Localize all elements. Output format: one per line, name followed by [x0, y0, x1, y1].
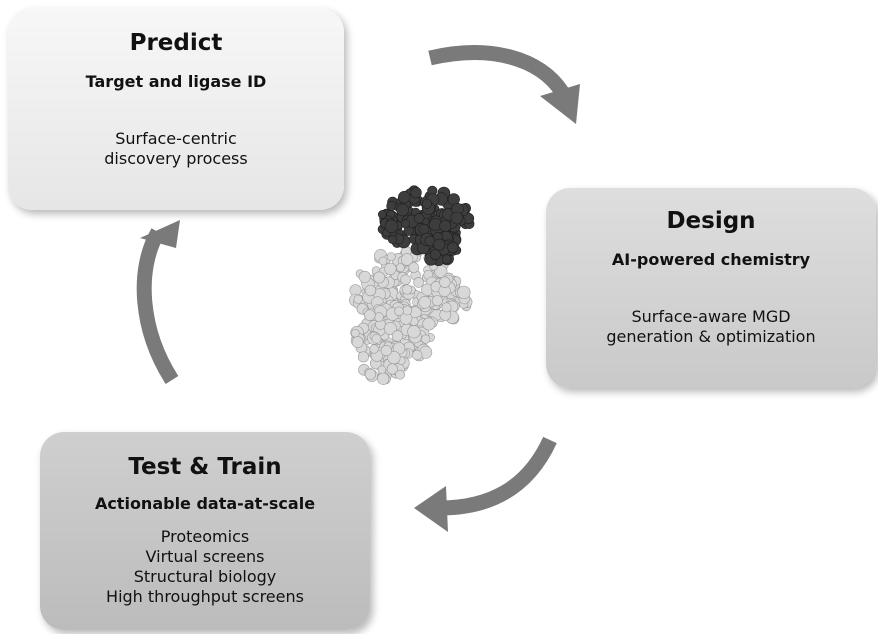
- atom-sphere: [373, 271, 386, 284]
- test-train-title: Test & Train: [128, 454, 282, 480]
- design-description-line: Surface-aware MGD: [631, 306, 791, 326]
- atom-sphere: [447, 241, 459, 253]
- atom-sphere: [395, 263, 405, 273]
- atom-sphere: [441, 254, 452, 265]
- design-description: Surface-aware MGD generation & optimizat…: [546, 307, 876, 347]
- test-train-subtitle: Actionable data-at-scale: [94, 494, 316, 513]
- arrowhead-icon: [414, 486, 448, 532]
- atom-sphere: [439, 276, 451, 288]
- atom-sphere: [407, 325, 421, 339]
- atom-sphere: [398, 191, 411, 204]
- atom-sphere: [364, 284, 377, 297]
- atom-sphere: [421, 334, 431, 344]
- test-train-description-line: Virtual screens: [145, 546, 265, 566]
- atom-sphere: [400, 253, 414, 266]
- atom-sphere: [386, 252, 396, 262]
- atom-sphere: [450, 211, 464, 225]
- atom-sphere: [383, 321, 397, 335]
- atom-sphere: [364, 368, 377, 380]
- arrowhead-icon: [540, 84, 580, 124]
- atom-sphere: [351, 336, 364, 349]
- design-stage-box: Design AI-powered chemistry Surface-awar…: [546, 188, 876, 388]
- design-description-line: generation & optimization: [606, 326, 816, 346]
- atom-sphere: [353, 294, 363, 304]
- atom-sphere: [391, 330, 404, 342]
- atom-sphere: [400, 219, 410, 229]
- atom-sphere: [418, 223, 430, 235]
- predict-description-line: discovery process: [104, 148, 248, 168]
- atom-sphere: [413, 213, 425, 224]
- test-train-description: Proteomics Virtual screens Structural bi…: [40, 527, 370, 607]
- atom-sphere: [422, 317, 436, 331]
- atom-sphere: [429, 249, 441, 260]
- atom-sphere: [369, 344, 379, 354]
- design-title: Design: [666, 208, 756, 234]
- atom-sphere: [400, 274, 411, 286]
- atom-sphere: [418, 295, 432, 309]
- atom-sphere: [358, 270, 371, 283]
- atom-sphere: [384, 219, 399, 234]
- atom-sphere: [402, 305, 413, 316]
- atom-sphere: [439, 220, 452, 232]
- predict-description: Surface-centric discovery process: [8, 129, 344, 169]
- atom-sphere: [431, 295, 443, 307]
- atom-sphere: [408, 262, 420, 273]
- atom-sphere: [413, 277, 424, 288]
- atom-sphere: [396, 203, 409, 217]
- atom-sphere: [433, 238, 446, 251]
- test-train-description-line: Structural biology: [133, 566, 277, 586]
- protein-structure-icon: [349, 185, 475, 385]
- test-train-description-line: High throughput screens: [106, 586, 304, 606]
- atom-sphere: [441, 302, 452, 313]
- atom-sphere: [384, 262, 397, 276]
- arrowheads: [140, 84, 580, 532]
- atom-sphere: [410, 186, 422, 199]
- atom-sphere: [387, 351, 401, 365]
- predict-subtitle: Target and ligase ID: [85, 72, 267, 91]
- design-subtitle: AI-powered chemistry: [611, 250, 811, 269]
- test-train-description-line: Proteomics: [160, 526, 250, 546]
- arrowhead-icon: [140, 220, 180, 248]
- atom-sphere: [378, 256, 388, 266]
- atom-sphere: [371, 333, 382, 344]
- atom-sphere: [377, 365, 387, 375]
- atom-sphere: [377, 210, 387, 219]
- atom-sphere: [424, 235, 436, 247]
- atom-sphere: [457, 285, 471, 300]
- test-train-stage-box: Test & Train Actionable data-at-scale Pr…: [40, 432, 370, 630]
- predict-description-line: Surface-centric: [115, 128, 237, 148]
- predict-title: Predict: [129, 30, 223, 56]
- atom-sphere: [374, 312, 384, 322]
- atom-sphere: [350, 328, 360, 338]
- atom-sphere: [377, 372, 390, 385]
- atom-sphere: [395, 369, 405, 380]
- atom-sphere: [387, 234, 398, 244]
- atom-sphere: [402, 284, 413, 295]
- atom-sphere: [394, 306, 404, 317]
- atom-sphere: [421, 198, 433, 209]
- predict-stage-box: Predict Target and ligase ID Surface-cen…: [8, 8, 344, 210]
- curved-arrow-icon: [136, 45, 569, 516]
- atom-sphere: [412, 349, 423, 361]
- atom-sphere: [363, 309, 376, 322]
- atom-sphere: [380, 345, 392, 357]
- atom-sphere: [357, 351, 369, 363]
